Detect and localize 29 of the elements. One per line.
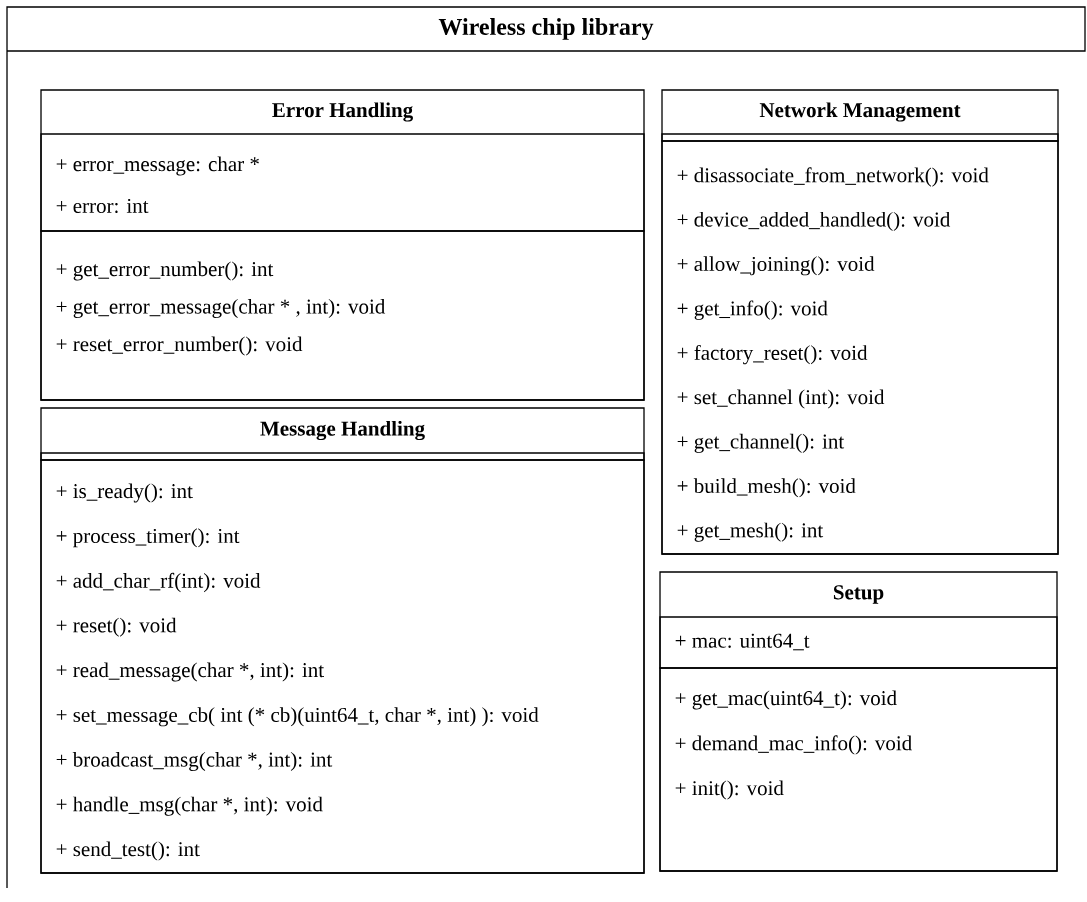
member-text: + get_error_number(): int [56, 261, 274, 281]
member-text: + get_channel(): int [677, 433, 845, 453]
member-text: + get_info(): void [677, 300, 828, 320]
member-text: + device_added_handled(): void [677, 211, 951, 231]
member-text: + factory_reset(): void [677, 344, 868, 365]
member-text: + get_mesh(): int [677, 522, 824, 542]
empty-compartment [661, 133, 1059, 142]
member-text: + handle_msg(char *, int): void [56, 796, 323, 816]
member-text: + add_char_rf(int): void [56, 572, 261, 593]
member-text: + mac: uint64_t [675, 633, 810, 651]
member-text: + is_ready(): int [56, 483, 193, 503]
empty-compartment [40, 452, 645, 461]
member-text: + set_channel (int): void [677, 389, 885, 409]
member-text: + get_error_message(char * , int): void [56, 298, 386, 319]
member-text: + reset(): void [56, 617, 177, 637]
member-text: + get_mac(uint64_t): void [675, 690, 897, 710]
member-text: + build_mesh(): void [677, 478, 856, 498]
member-text: + process_timer(): int [56, 528, 240, 548]
member-text: + error: int [56, 198, 149, 214]
member-text: + disassociate_from_network(): void [677, 167, 989, 187]
member-text: + init(): void [675, 780, 784, 800]
member-text: + broadcast_msg(char *, int): int [56, 751, 333, 772]
member-text: + error_message: char * [56, 156, 259, 176]
member-text: + demand_mac_info(): void [675, 735, 912, 755]
member-text: + send_test(): int [56, 841, 200, 861]
member-text: + reset_error_number(): void [56, 336, 303, 356]
member-text: + allow_joining(): void [677, 256, 875, 276]
member-text: + read_message(char *, int): int [56, 662, 324, 682]
member-text: + set_message_cb( int (* cb)(uint64_t, char *, int) ): void [56, 707, 539, 727]
